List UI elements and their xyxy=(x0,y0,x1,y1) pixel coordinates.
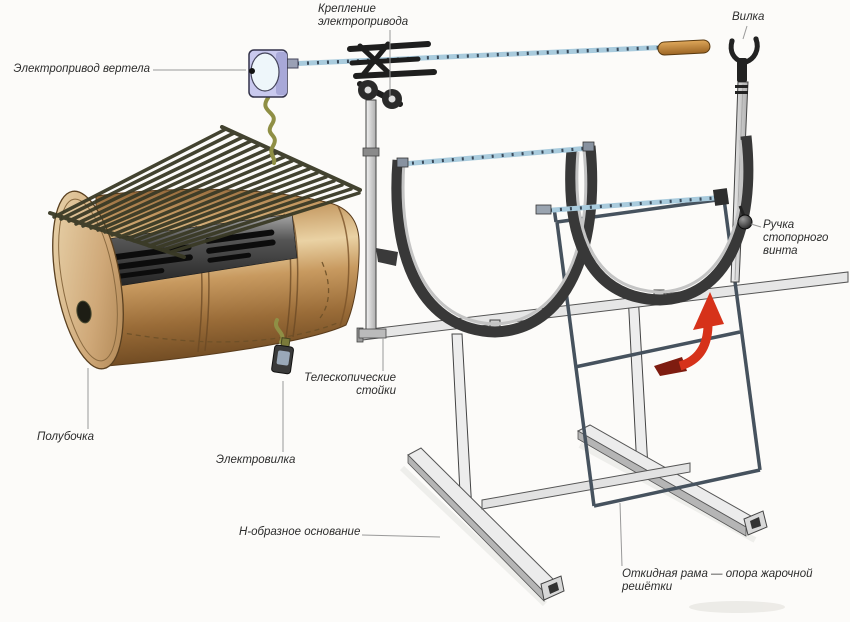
electric-plug xyxy=(271,337,294,375)
stop-screw-handle xyxy=(737,214,753,230)
label-h-base: Н-образное основание xyxy=(239,526,361,538)
label-stop-screw-handle: Ручка стопорного винта xyxy=(763,219,829,257)
cradle-right xyxy=(565,135,754,306)
label-half-barrel: Полубочка xyxy=(37,431,94,443)
grill-grate xyxy=(48,125,362,259)
label-spit-drive: Электропривод вертела xyxy=(13,63,151,75)
half-barrel xyxy=(52,188,360,370)
label-drive-mount: Крепление электропривода xyxy=(318,3,409,28)
barrel-hole xyxy=(76,300,92,324)
label-fork: Вилка xyxy=(732,11,765,23)
h-base xyxy=(407,292,768,602)
spit-drive xyxy=(248,49,299,98)
spit-handle xyxy=(657,39,711,56)
screw-rod-right xyxy=(535,188,753,230)
screw-rod-left xyxy=(396,141,595,168)
leader-lines xyxy=(87,25,762,567)
rotate-arrow xyxy=(654,292,724,376)
stand-leg-right xyxy=(627,292,649,470)
drive-mount-bracket xyxy=(347,41,437,109)
fork xyxy=(728,36,760,82)
label-folding-frame: Откидная рама — опора жарочной решётки xyxy=(622,568,813,593)
base-crossbar xyxy=(481,462,691,510)
label-telescopic-stands: Телескопические стойки xyxy=(304,372,396,397)
telescopic-stand-left xyxy=(358,99,398,339)
label-electric-plug: Электровилка xyxy=(216,454,296,466)
spit-rod xyxy=(286,39,711,67)
